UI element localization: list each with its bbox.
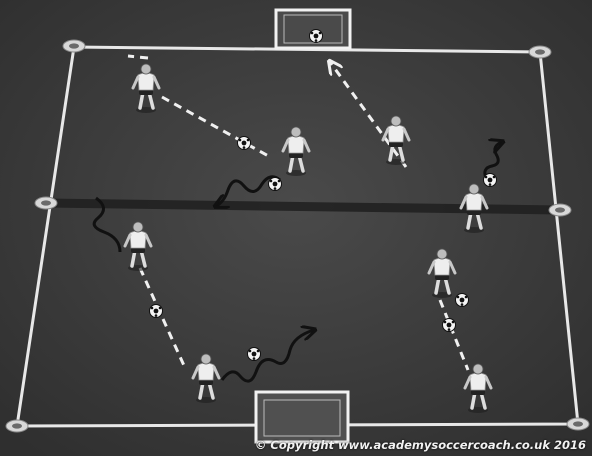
- cone-icon: [567, 418, 589, 430]
- soccer-ball-icon: [248, 348, 261, 361]
- soccer-ball-icon: [484, 174, 497, 187]
- cone-icon: [6, 420, 28, 432]
- soccer-ball-icon: [150, 305, 163, 318]
- soccer-ball-icon: [238, 137, 251, 150]
- cone-icon: [63, 40, 85, 52]
- top-goal-icon: [276, 10, 350, 48]
- bottom-goal-icon: [256, 392, 348, 442]
- soccer-ball-icon: [443, 319, 456, 332]
- cone-icon: [529, 46, 551, 58]
- soccer-ball-icon: [456, 294, 469, 307]
- soccer-ball-icon: [269, 178, 282, 191]
- cone-icon: [549, 204, 571, 216]
- copyright-text: © Copyright www.academysoccercoach.co.uk…: [255, 438, 586, 452]
- cone-icon: [35, 197, 57, 209]
